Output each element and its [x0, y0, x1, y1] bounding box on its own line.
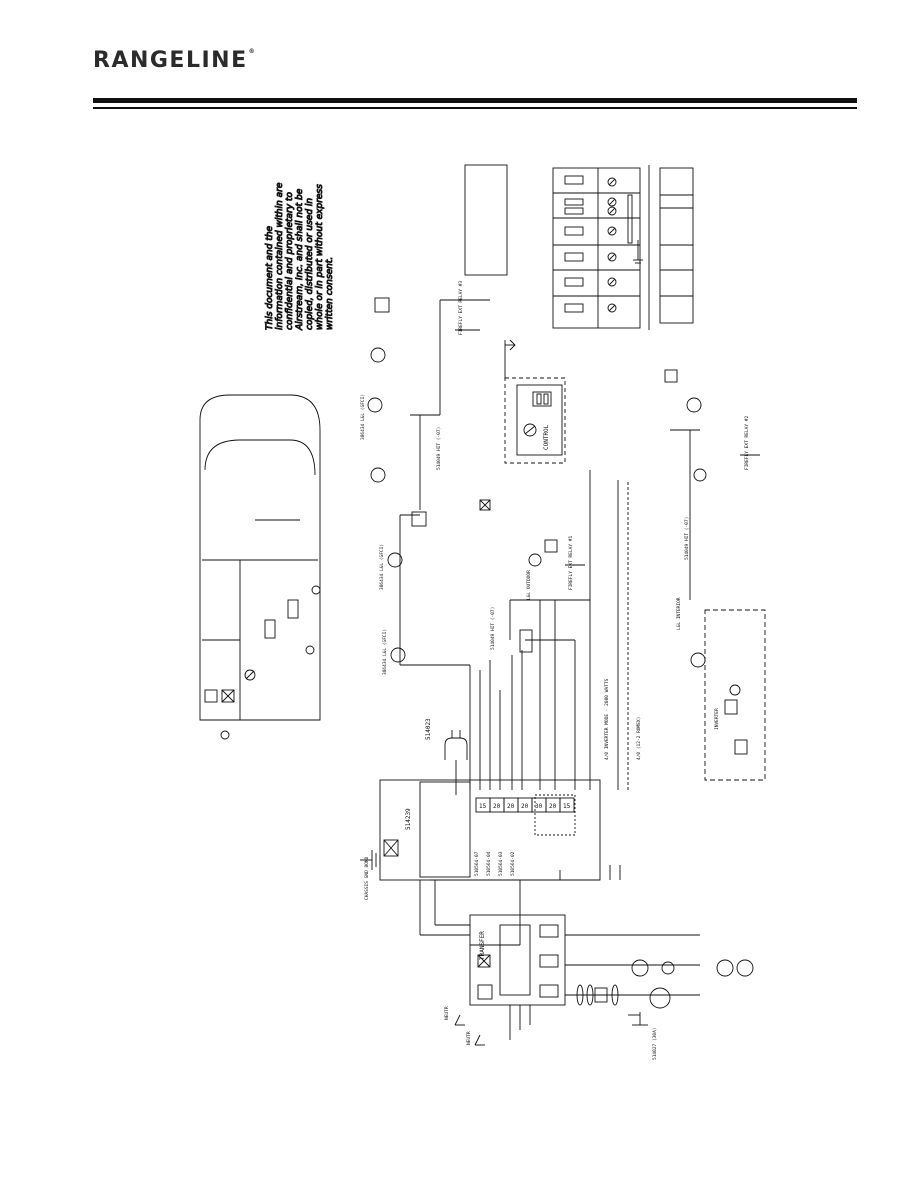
diagram-labels: 514239 514023 CONTROL TRANSFER FIREFLY E…: [360, 281, 750, 1060]
panel-part-label: 514239: [405, 808, 412, 830]
notice-line-4: Airstream, Inc. and shall not be: [295, 188, 305, 331]
breaker-rating-4: 20: [521, 803, 529, 810]
gfi-recept-label-3: 514049 HIT (-07): [684, 517, 690, 560]
gfci-label-3: 386434 L&L (GFCI): [360, 394, 366, 440]
shore-power-label: 514027 (30A): [652, 1027, 658, 1060]
breaker-part-2: 510564-04: [486, 851, 492, 876]
panel-breaker-labels: 15 20 20 20 30 20 15: [479, 803, 571, 810]
chassis-bond-label: CHASSIS GND BOND: [364, 856, 370, 900]
gfci-label-1: 386434 L&L (GFCI): [382, 629, 388, 675]
gfi-recept-label-1: 514049 HIT (-07): [490, 607, 496, 650]
breaker-part-1: 510564-07: [474, 851, 480, 876]
notice-line-6: whole or in part without express: [315, 184, 325, 330]
firefly-relay-1-label: FIREFLY EXT RELAY #1: [568, 536, 574, 590]
breaker-rating-1: 15: [479, 803, 487, 810]
notice-line-2: information contained within are: [275, 182, 285, 330]
transfer-switch: [419, 880, 566, 1046]
neutral-label-2: NEUTR: [466, 1031, 472, 1045]
relay-leaders: [455, 329, 760, 600]
breaker-rating-7: 15: [563, 803, 571, 810]
header-rule-thin: [93, 107, 857, 109]
header-rule-thick: [93, 98, 857, 103]
vehicle-outline: [199, 394, 321, 740]
notice-line-1: This document and the: [265, 225, 275, 330]
legend-table: [552, 165, 694, 330]
shore-cable-runs: [430, 865, 754, 1026]
shore-plug: [444, 730, 468, 795]
transfer-label: TRANSFER: [479, 931, 486, 960]
inverter-mode-note: 4/0 INVERTER MODE - 2000 WATTS: [604, 678, 610, 760]
brand-logo: RANGELINE®: [93, 48, 256, 73]
circuit-wires: [399, 299, 629, 790]
notice-line-3: confidential and proprietary to: [285, 192, 295, 330]
breaker-part-4: 510564-02: [510, 851, 516, 876]
cable-spec-note: 4/0 (12-2 ROMEX): [636, 717, 642, 760]
neutral-label-1: NEUTR: [444, 1006, 450, 1020]
inverter-region: [704, 609, 766, 781]
breaker-rating-6: 20: [549, 803, 557, 810]
panel-breakers: [475, 797, 575, 813]
confidentiality-notice: This document and the information contai…: [265, 182, 336, 332]
ground-symbol: [360, 850, 381, 870]
cord-label: 514023: [425, 718, 432, 740]
receptacle-devices: [367, 297, 707, 668]
interior-note: L&L INTERIOR: [676, 597, 682, 630]
inverter-control-box: [504, 339, 566, 464]
notice-line-5: copied, distributed or used in: [305, 198, 315, 330]
breaker-rating-3: 20: [507, 803, 515, 810]
inverter-label: INVERTER: [714, 708, 720, 730]
breaker-rating-2: 20: [493, 803, 501, 810]
breaker-rating-5: 30: [535, 803, 543, 810]
notice-line-7: written consent.: [325, 257, 335, 330]
firefly-relay-3-label: FIREFLY EXT RELAY #3: [458, 281, 464, 335]
brand-name: RANGELINE: [93, 48, 248, 73]
firefly-relay-2-label: FIREFLY EXT RELAY #2: [744, 416, 750, 470]
gfi-recept-label-2: 514049 HIT (-07): [436, 427, 442, 470]
control-label: CONTROL: [543, 424, 550, 450]
trademark-mark: ®: [248, 48, 257, 55]
gfci-label-2: 386434 L&L (GFCI): [379, 544, 385, 590]
breaker-part-3: 510564-03: [498, 851, 504, 876]
outdoor-note: L&L OUTDOOR: [526, 570, 532, 600]
title-block: [464, 164, 508, 276]
